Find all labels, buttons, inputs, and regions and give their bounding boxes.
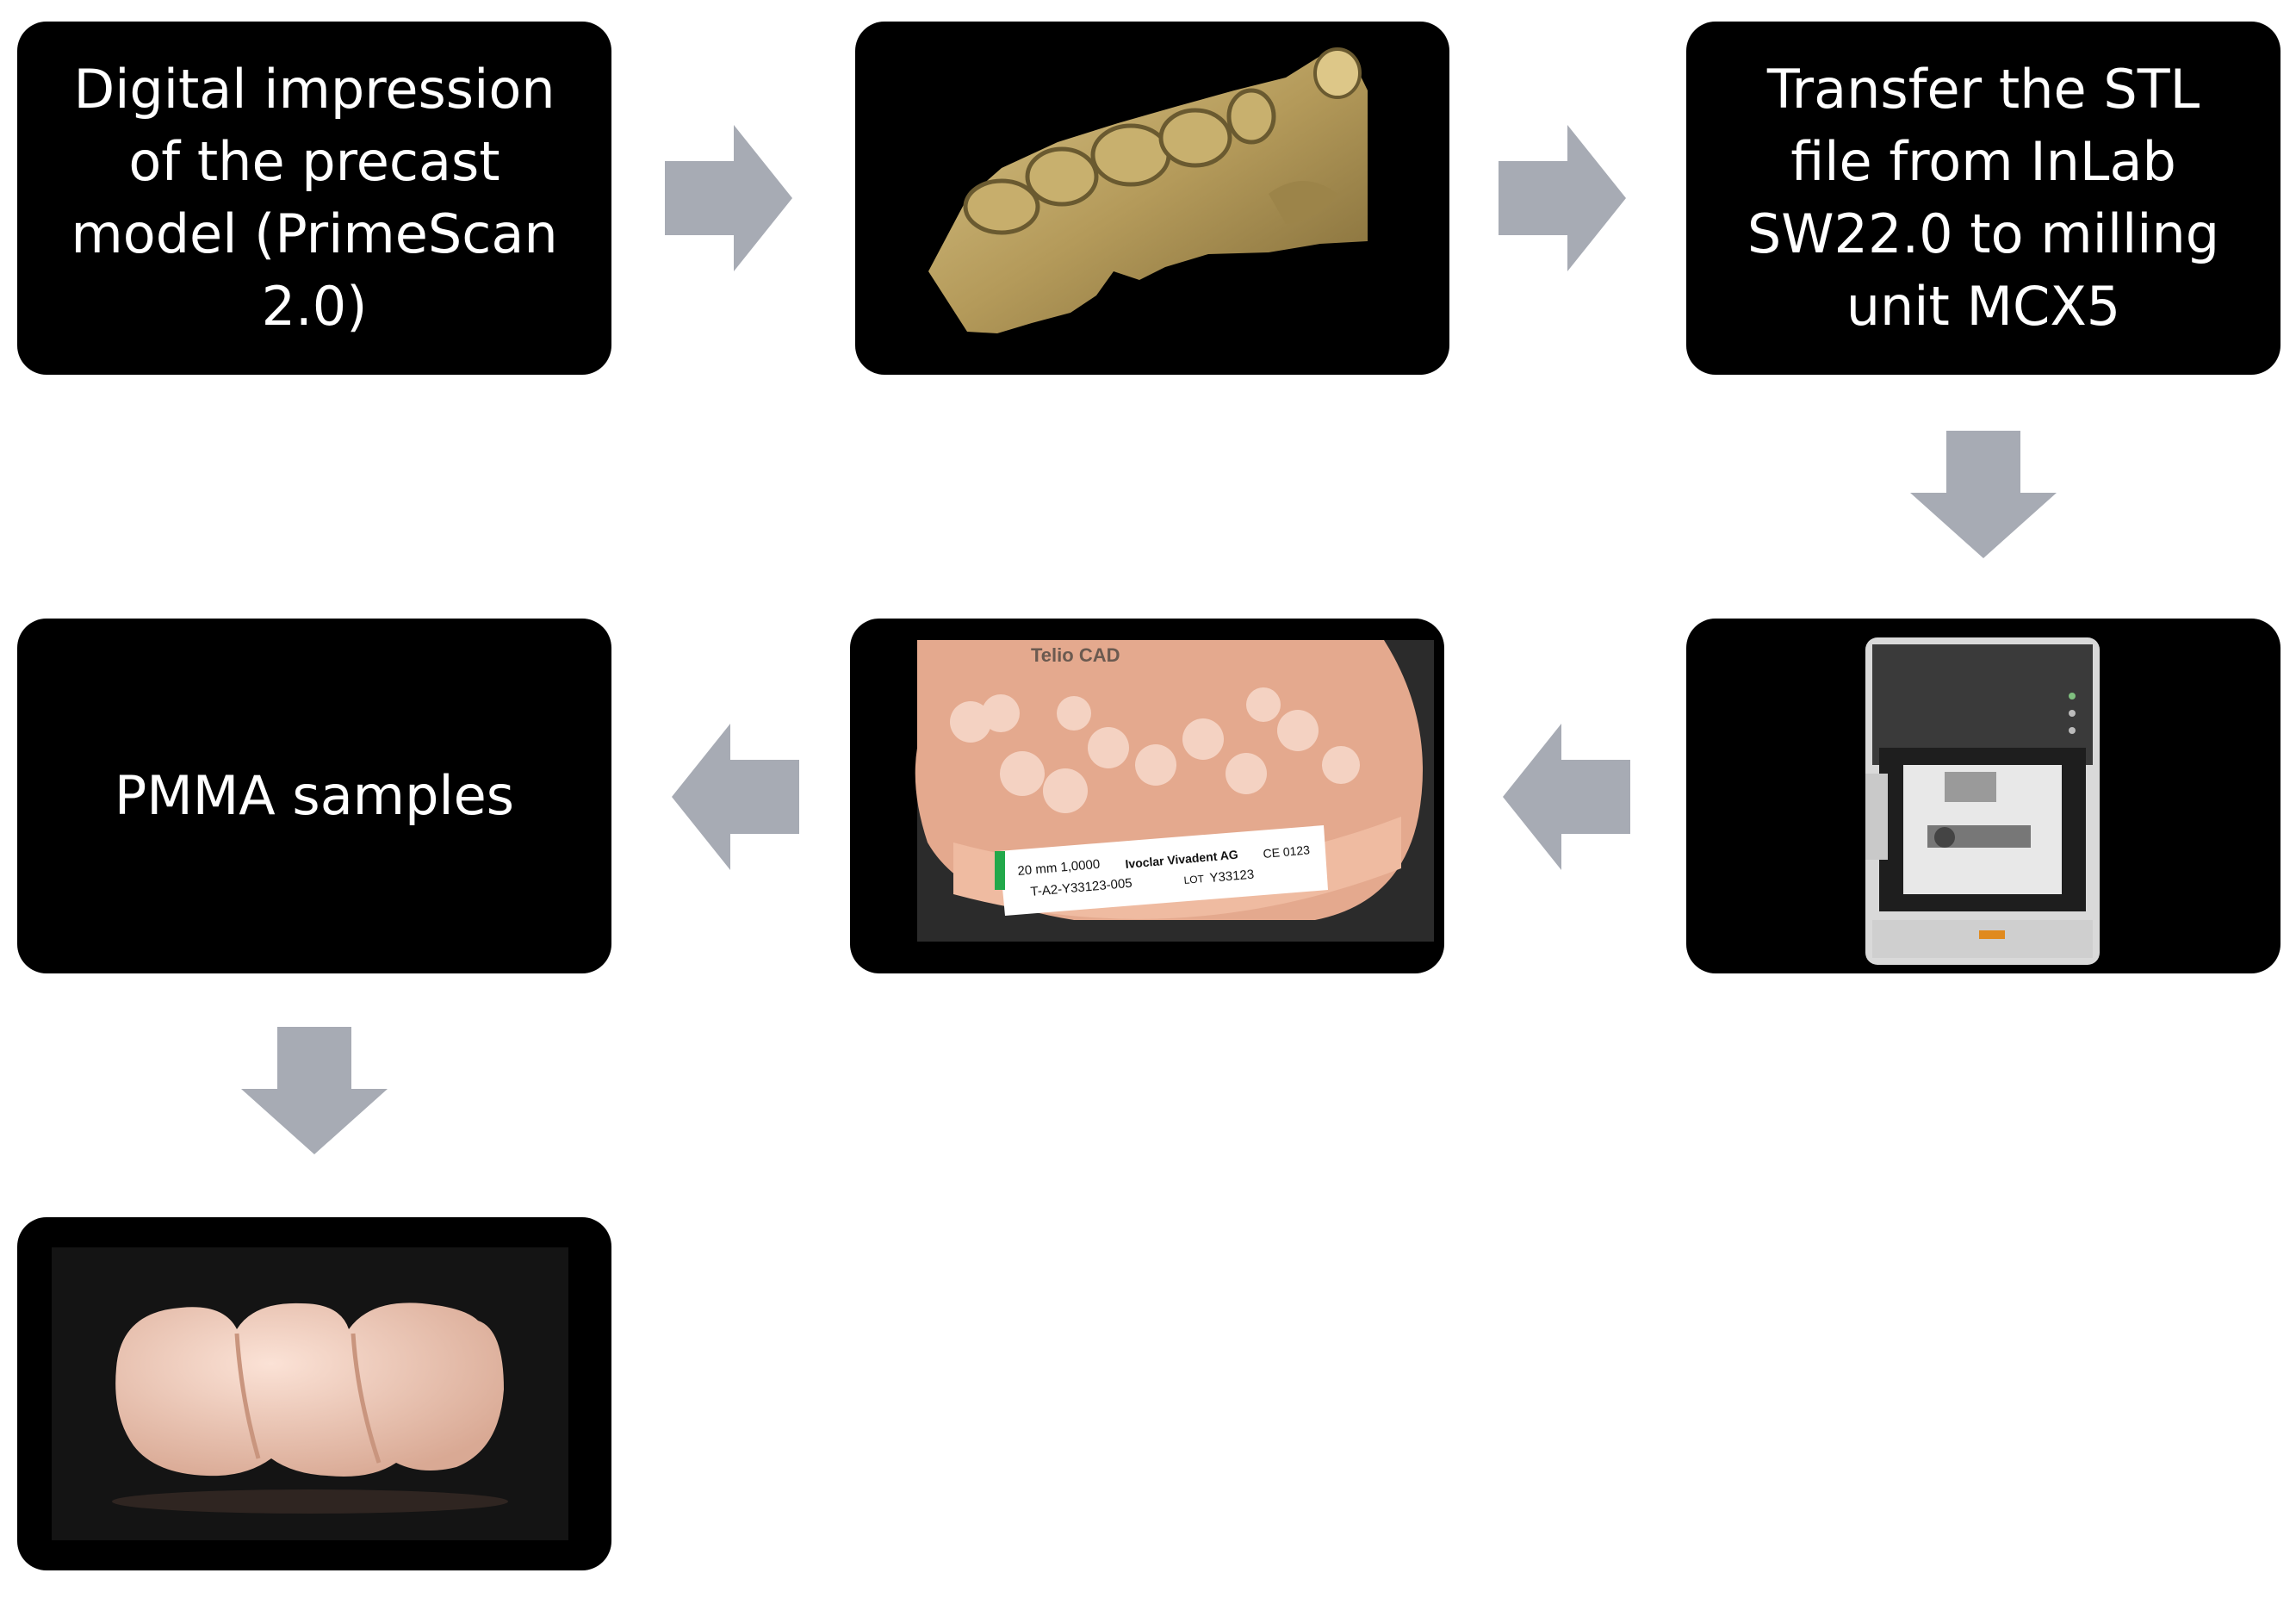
milled-pmma-disc-image: 20 mm 1,0000 Ivoclar Vivadent AG CE 0123… [915, 640, 1434, 942]
disc-label-ce: CE 0123 [1263, 843, 1311, 861]
step-transfer-stl-label: Transfer the STL file from InLab SW22.0 … [1747, 58, 2220, 338]
step-pmma-samples-label: PMMA samples [114, 764, 515, 827]
step-digital-impression: Digital impression of the precast model … [17, 22, 611, 375]
disc-label-lot-tag: LOT [1183, 873, 1205, 886]
arrow-right-1-icon [665, 125, 792, 271]
disc-brand-label: Telio CAD [1031, 644, 1120, 666]
arrow-down-1-icon [1910, 431, 2057, 558]
scanned-dental-model-image [928, 47, 1368, 333]
pmma-bridge-image [52, 1247, 568, 1540]
arrow-down-2-icon [241, 1027, 388, 1154]
step-transfer-stl: Transfer the STL file from InLab SW22.0 … [1686, 22, 2280, 375]
arrow-left-1-icon [1503, 724, 1630, 870]
step-digital-impression-label: Digital impression of the precast model … [71, 58, 558, 338]
disc-label-lot: Y33123 [1209, 867, 1255, 886]
step-disc-image: 20 mm 1,0000 Ivoclar Vivadent AG CE 0123… [850, 619, 1444, 973]
milling-unit-image [1865, 637, 2100, 965]
arrow-right-2-icon [1499, 125, 1626, 271]
step-scan-image [855, 22, 1449, 375]
step-pmma-samples: PMMA samples [17, 619, 611, 973]
step-bridge-image [17, 1217, 611, 1570]
step-milling-unit-image [1686, 619, 2280, 973]
arrow-left-2-icon [672, 724, 799, 870]
